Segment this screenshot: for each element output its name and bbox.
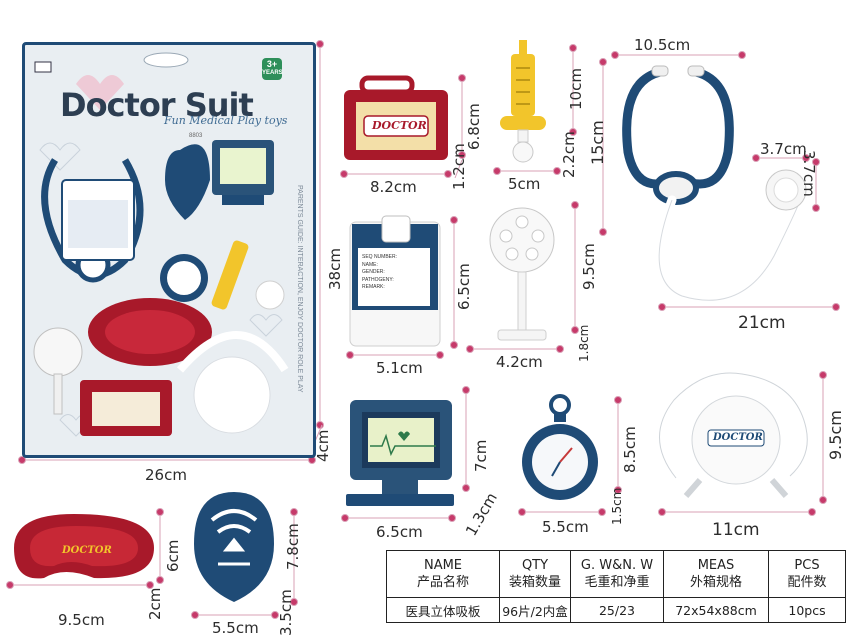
spec-header-qty: QTY 装箱数量 <box>499 550 571 598</box>
stethoscope-width-label: 10.5cm <box>634 36 691 54</box>
header-en: PCS <box>794 558 820 573</box>
header-en: G. W&N. W <box>580 558 654 573</box>
age-badge-value: 3+ <box>266 59 278 69</box>
spec-table-row: 医具立体吸板 96片/2内盒 25/23 72x54x88cm 10pcs <box>386 597 846 623</box>
card-title: Doctor Suit <box>60 86 254 124</box>
spec-header-pcs: PCS 配件数 <box>768 550 846 598</box>
spec-table-header: NAME 产品名称 QTY 装箱数量 G. W&N. W 毛重和净重 MEAS 外箱规格… <box>386 550 846 598</box>
syringe-width-label: 5cm <box>508 175 541 193</box>
card-subtitle: Fun Medical Play toys <box>164 114 288 127</box>
spec-cell-name: 医具立体吸板 <box>386 597 500 623</box>
clipboard-form: SEQ NUMBER: NAME: GENDER: PATHOGENY: REM… <box>362 254 397 292</box>
clipboard-field: GENDER: <box>362 269 385 275</box>
spec-header-name: NAME 产品名称 <box>386 550 500 598</box>
case-brand: DOCTOR <box>372 119 427 132</box>
card-code: 8803 <box>189 133 203 139</box>
spec-cell-qty: 96片/2内盒 <box>499 597 571 623</box>
clipboard-field: NAME: <box>362 261 378 268</box>
spec-table: NAME 产品名称 QTY 装箱数量 G. W&N. W 毛重和净重 MEAS 外箱规格… <box>386 550 846 623</box>
spec-header-weight: G. W&N. W 毛重和净重 <box>570 550 664 598</box>
header-en: QTY <box>521 558 549 573</box>
spec-cell-weight: 25/23 <box>570 597 664 623</box>
spec-cell-pcs: 10pcs <box>768 597 846 623</box>
tray-width-label: 9.5cm <box>58 611 105 629</box>
spec-header-meas: MEAS 外箱规格 <box>663 550 769 598</box>
earpiece-width-label: 11cm <box>712 520 760 540</box>
case-width-label: 8.2cm <box>370 178 417 196</box>
header-cn: 产品名称 <box>416 575 469 590</box>
header-cn: 毛重和净重 <box>584 575 650 590</box>
age-badge-unit: YEARS <box>262 70 283 76</box>
tray-brand: DOCTOR <box>62 545 112 556</box>
clipboard-field: SEQ NUMBER: <box>362 254 398 260</box>
spec-cell-meas: 72x54x88cm <box>663 597 769 623</box>
header-cn: 配件数 <box>787 575 827 590</box>
mask-width-label: 5.5cm <box>212 619 259 637</box>
clipboard-field: REMARK: <box>362 284 385 290</box>
stethoscope-tube-label: 21cm <box>738 313 786 333</box>
mirror-width-label: 4.2cm <box>496 353 543 371</box>
earpiece-brand: DOCTOR <box>713 432 763 443</box>
watch-width-label: 5.5cm <box>542 518 589 536</box>
header-en: NAME <box>423 558 463 573</box>
header-cn: 装箱数量 <box>508 575 561 590</box>
header-cn: 外箱规格 <box>689 575 742 590</box>
clipboard-width-label: 5.1cm <box>376 359 423 377</box>
chestpiece-width-label: 3.7cm <box>760 140 807 158</box>
header-en: MEAS <box>697 558 735 573</box>
age-badge: 3+YEARS <box>262 58 283 80</box>
mask-height-label: 7.8cm <box>284 523 302 570</box>
mask-depth-label: 3.5cm <box>277 589 295 636</box>
clipboard-field: PATHOGENY: <box>362 276 394 283</box>
card-width-label: 26cm <box>145 466 187 484</box>
monitor-width-label: 6.5cm <box>376 523 423 541</box>
